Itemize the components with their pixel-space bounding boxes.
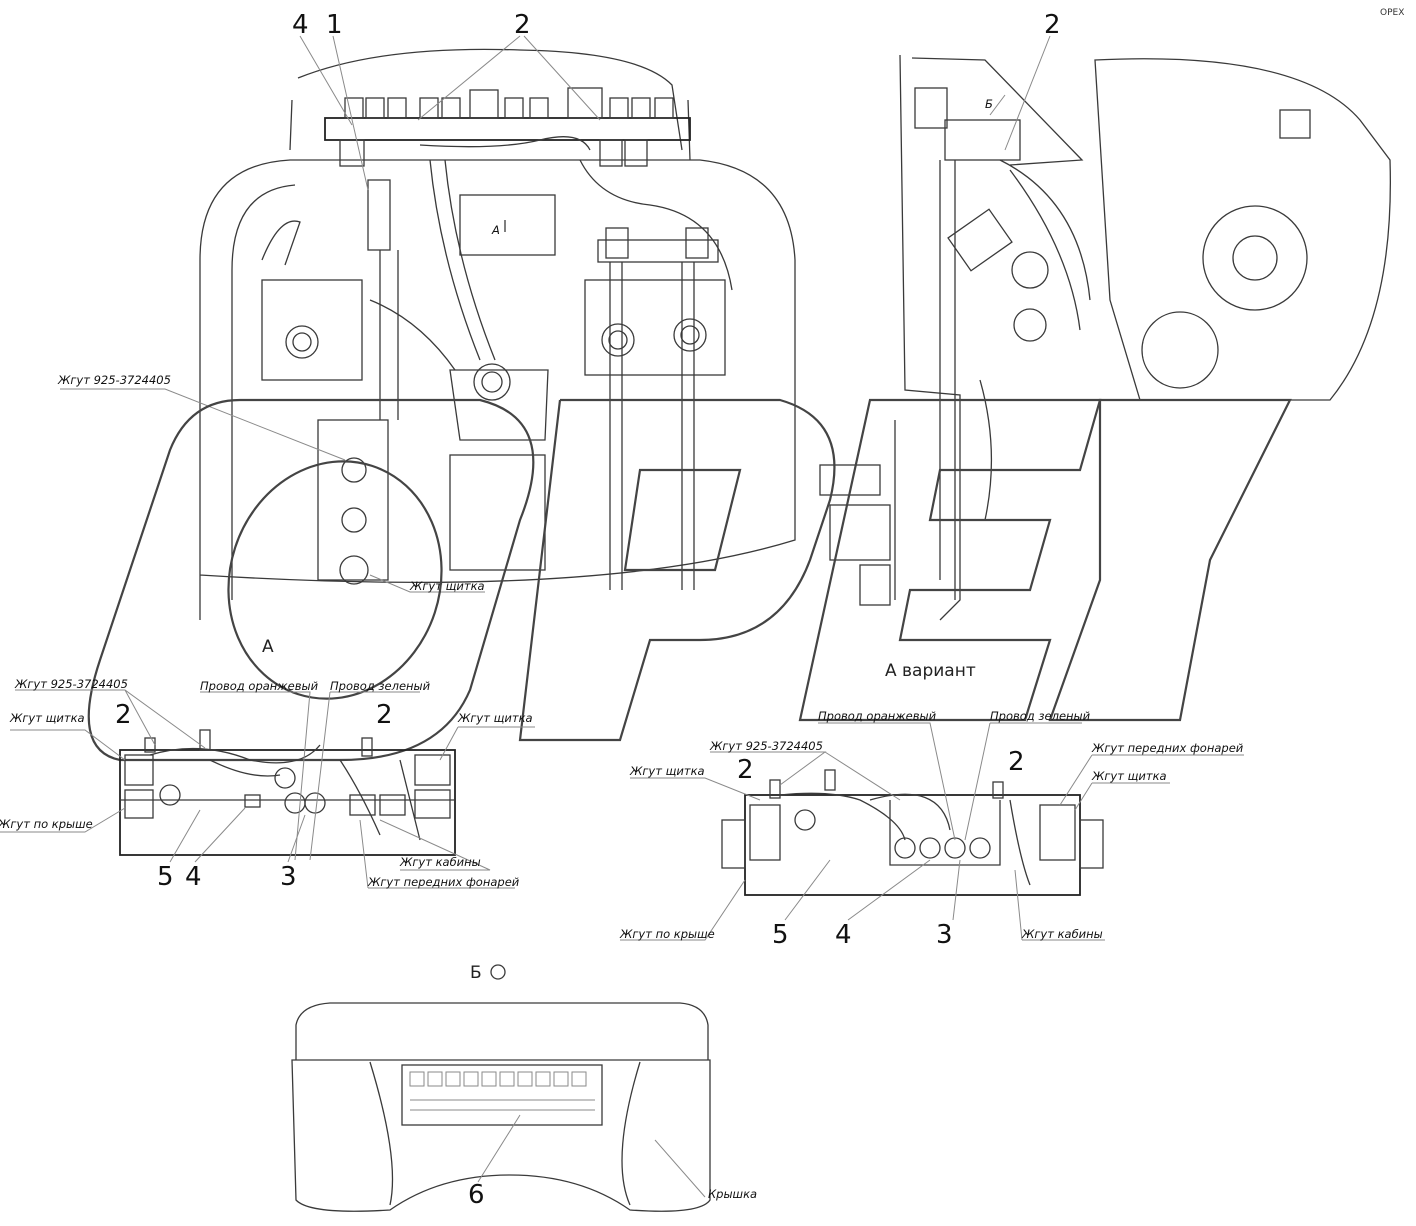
harness-925-label: Жгут 925-3724405 — [57, 373, 171, 387]
right-callout-4: 4 — [835, 920, 852, 950]
view-b-label: Б — [470, 963, 482, 983]
main-assembly-view: А 4 1 2 Жгут 925-3724405 Жгут щитка А — [57, 10, 796, 657]
watermark-text: OPEX — [1380, 8, 1404, 18]
right-panel-harness-label: Жгут щитка — [629, 764, 705, 778]
right-cab-harness-label: Жгут кабины — [1021, 927, 1103, 941]
view-b-arrow-label: Б — [985, 97, 993, 111]
cover-label: Крышка — [708, 1187, 757, 1201]
right-front-lights-label: Жгут передних фонарей — [1091, 741, 1244, 755]
right-callout-2b: 2 — [1008, 747, 1025, 777]
cover-callout-6: 6 — [468, 1180, 485, 1210]
callout-4: 4 — [292, 10, 309, 40]
side-callout-2: 2 — [1044, 10, 1061, 40]
left-callout-2b: 2 — [376, 700, 393, 730]
right-callout-3: 3 — [936, 920, 953, 950]
right-roof-harness-label: Жгут по крыше — [619, 927, 715, 941]
watermark: OPEX — [87, 8, 1404, 762]
view-a-variant-label: А вариант — [885, 661, 976, 681]
panel-view-a-variant: Жгут 925-3724405 Жгут щитка Провод оранж… — [619, 709, 1244, 950]
view-b-cover: Б 6 Крышка — [291, 963, 757, 1212]
left-cab-harness-label: Жгут кабины — [399, 855, 481, 869]
left-front-lights-label: Жгут передних фонарей — [367, 875, 520, 889]
left-panel-harness-label: Жгут щитка — [9, 711, 85, 725]
arrow-a-label: А — [491, 223, 500, 237]
left-callout-5: 5 — [157, 862, 174, 892]
left-callout-3: 3 — [280, 862, 297, 892]
left-panel-harness-label-2: Жгут щитка — [457, 711, 533, 725]
right-harness-925-label: Жгут 925-3724405 — [709, 739, 823, 753]
left-harness-925-label: Жгут 925-3724405 — [14, 677, 128, 691]
right-green-wire-label: Провод зеленый — [990, 709, 1091, 723]
left-green-wire-label: Провод зеленый — [330, 679, 431, 693]
panel-harness-label: Жгут щитка — [409, 579, 485, 593]
right-callout-2a: 2 — [737, 755, 754, 785]
left-callout-2a: 2 — [115, 700, 132, 730]
right-callout-5: 5 — [772, 920, 789, 950]
view-a-label: А — [262, 637, 274, 657]
callout-1: 1 — [326, 10, 343, 40]
left-callout-4: 4 — [185, 862, 202, 892]
callout-2: 2 — [514, 10, 531, 40]
left-orange-wire-label: Провод оранжевый — [200, 679, 319, 693]
side-view: 2 Б А вариант — [819, 10, 1391, 681]
left-roof-harness-label: Жгут по крыше — [0, 817, 93, 831]
right-orange-wire-label: Провод оранжевый — [818, 709, 937, 723]
right-panel-harness-label-2: Жгут щитка — [1091, 769, 1167, 783]
panel-view-a: Жгут 925-3724405 Жгут щитка Жгут по крыш… — [0, 677, 535, 892]
